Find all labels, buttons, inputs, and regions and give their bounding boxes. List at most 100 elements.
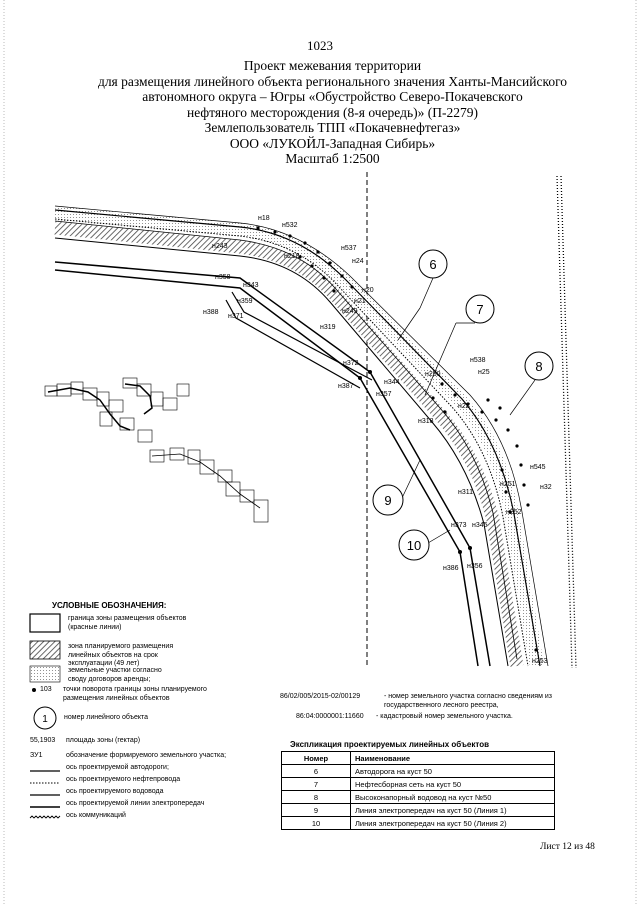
point-label: н358 (215, 274, 231, 281)
legend-zone: зона планируемого размещения линейных об… (68, 643, 174, 667)
point-label: н387 (338, 383, 354, 390)
point-label: н372 (343, 360, 359, 367)
row-name: Нефтесборная сеть на куст 50 (350, 777, 555, 791)
point-label: н537 (341, 245, 357, 252)
point-label: н344 (384, 379, 400, 386)
overview-inset (44, 377, 269, 523)
title-line: нефтяного месторождения (8-я очередь)» (… (186, 104, 479, 120)
table-header-row: Номер Наименование (281, 751, 555, 765)
row-number: 9 (281, 803, 351, 817)
point-label: н343 (243, 282, 259, 289)
callout-10: 10 (398, 529, 451, 561)
legend-turn-point: точки поворота границы зоны планируемого… (63, 686, 207, 702)
callout-label: 10 (407, 538, 421, 553)
callout-label: 8 (535, 359, 542, 374)
row-name: Линия электропередач на куст 50 (Линия 1… (350, 803, 555, 817)
point-label: н253 (532, 658, 548, 665)
point-label: н24 (352, 258, 364, 265)
legend-power-axis: ось проектируемой линии электропередач (66, 800, 205, 807)
title-line: Проект межевания территории (243, 58, 422, 73)
dotted-boundary (556, 175, 573, 669)
legend-registry: - номер земельного участка согласно свед… (384, 693, 552, 709)
callout-label: 9 (384, 493, 391, 508)
legend-oil-axis: ось проектируемого нефтепровода (66, 776, 181, 783)
legend-water-axis: ось проектируемого водовода (66, 788, 164, 795)
point-label: н357 (376, 391, 392, 398)
point-label: н25 (478, 369, 490, 376)
title-line: ООО «ЛУКОЙЛ-Западная Сибирь» (229, 135, 436, 151)
point-label: н311 (458, 489, 473, 496)
point-label: н545 (530, 464, 546, 471)
document-title: Проект межевания территории для размещен… (40, 58, 625, 167)
explication-title: Экспликация проектируемых линейных объек… (290, 740, 489, 749)
table-row: 8 Высоконапорный водовод на куст №50 (281, 790, 555, 804)
row-number: 7 (281, 777, 351, 791)
point-label: н538 (470, 357, 486, 364)
point-label: н386 (443, 565, 459, 572)
legend-comm-axis: ось коммуникаций (66, 812, 126, 819)
point-label: н18 (258, 215, 270, 222)
legend-title: УСЛОВНЫЕ ОБОЗНАЧЕНИЯ: (52, 601, 167, 610)
point-label: н251 (500, 481, 516, 488)
column-header: Номер (281, 751, 351, 765)
legend-symbols (29, 613, 61, 819)
legend-cadastral-value: 86:04:0000001:11660 (296, 713, 364, 720)
point-label: н319 (320, 324, 336, 331)
callout-6: 6 (397, 249, 448, 341)
title-line: для размещения линейного объекта региона… (97, 73, 568, 89)
callout-7: 7 (424, 294, 495, 396)
table-row: 7 Нефтесборная сеть на куст 50 (281, 777, 555, 791)
row-number: 8 (281, 790, 351, 804)
legend-registry-value: 86/02/005/2015-02/00129 (280, 693, 361, 700)
point-label: н356 (467, 563, 483, 570)
callout-9: 9 (372, 459, 421, 516)
point-label: н388 (203, 309, 219, 316)
explication-table: Номер Наименование 6 Автодорога на куст … (281, 751, 555, 830)
row-name: Автодорога на куст 50 (350, 764, 555, 778)
row-number: 10 (281, 816, 351, 830)
legend-point-value: 103 (40, 686, 52, 693)
road-axis (54, 209, 541, 667)
row-name: Высоконапорный водовод на куст №50 (350, 790, 555, 804)
legend-road-axis: ось проектируемой автодороги; (66, 764, 169, 771)
scale-line: Масштаб 1:2500 (285, 151, 380, 166)
table-row: 10 Линия электропередач на куст 50 (Лини… (281, 816, 555, 830)
table-row: 9 Линия электропередач на куст 50 (Линия… (281, 803, 555, 817)
callout-8: 8 (509, 351, 554, 416)
title-line: Землепользователь ТПП «Покачевнефтегаз» (204, 120, 461, 135)
point-label: н532 (282, 222, 298, 229)
point-label: н318 (418, 418, 434, 425)
water-axis (54, 237, 509, 667)
point-label: н250 (425, 371, 441, 378)
legend-lease: земельные участки согласно своду договор… (68, 667, 162, 683)
legend-zu: обозначение формируемого земельного учас… (66, 752, 227, 759)
legend-area-value: 55,1903 (30, 737, 56, 744)
point-label: н243 (212, 243, 228, 250)
table-row: 6 Автодорога на куст 50 (281, 764, 555, 778)
legend-red-lines: граница зоны размещения объектов (красны… (68, 615, 187, 631)
sheet-number: Лист 12 из 48 (540, 842, 595, 852)
point-label: н252 (506, 509, 522, 516)
point-label: н373 (451, 522, 467, 529)
legend-area: площадь зоны (гектар) (66, 737, 141, 744)
row-name: Линия электропередач на куст 50 (Линия 2… (350, 816, 555, 830)
legend-cadastral: - кадастровый номер земельного участка. (376, 713, 513, 720)
callout-label: 7 (476, 302, 483, 317)
point-label: н218 (284, 253, 300, 260)
legend-object-number: номер линейного объекта (64, 714, 149, 721)
point-label: н345 (472, 522, 488, 529)
planned-zone-hatch (54, 221, 524, 668)
point-label: н20 (362, 287, 374, 294)
point-label: н32 (540, 484, 552, 491)
point-label: н371 (228, 313, 244, 320)
point-label: н21 (354, 298, 366, 305)
lease-strip (54, 206, 544, 668)
legend-zu-value: ЗУ1 (30, 752, 43, 759)
column-header: Наименование (350, 751, 555, 765)
callout-label: 6 (429, 257, 436, 272)
point-label: н359 (237, 298, 253, 305)
point-label: н22 (458, 403, 470, 410)
legend-circle-number: 1 (42, 714, 48, 725)
page-number: 1023 (307, 38, 333, 53)
